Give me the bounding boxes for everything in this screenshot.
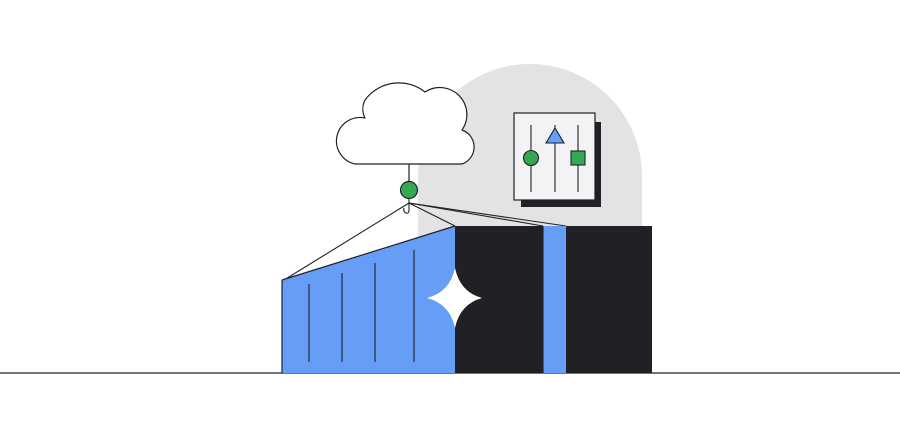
green-node-icon (399, 180, 419, 200)
sliders-panel-icon (513, 112, 601, 207)
blue-strip (543, 226, 566, 373)
cloud-icon (335, 82, 475, 165)
hook-icon (403, 199, 410, 214)
triangle-knob-icon (545, 126, 565, 144)
sparkle-icon (427, 268, 482, 328)
circle-knob-icon (522, 149, 540, 167)
rope-lines (283, 202, 567, 281)
square-knob-icon (570, 150, 586, 166)
dark-panel-back (566, 226, 652, 373)
blue-container (281, 225, 456, 373)
